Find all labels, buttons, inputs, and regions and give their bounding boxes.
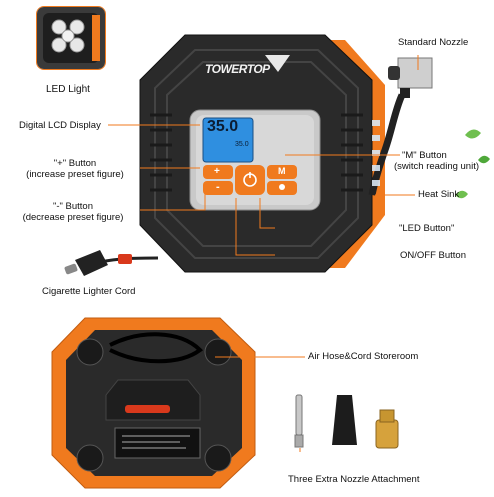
lcd-main-reading: 35.0 — [207, 118, 239, 135]
plus-button[interactable]: + — [214, 166, 220, 177]
m-button-desc: (switch reading unit) — [394, 161, 480, 172]
minus-button-desc: (decrease preset figure) — [22, 212, 124, 223]
lcd-small-reading: 35.0 — [235, 141, 249, 148]
led-light-label: LED Light — [46, 84, 90, 95]
digital-lcd-label: Digital LCD Display — [19, 120, 101, 131]
m-button[interactable]: M — [278, 166, 286, 176]
storeroom-label: Air Hose&Cord Storeroom — [308, 351, 419, 362]
minus-button-label: "-" Button — [52, 201, 93, 212]
m-button-label: "M" Button — [402, 150, 447, 161]
led-light-inset — [36, 6, 106, 70]
led-button-label: "LED Button" — [399, 223, 455, 234]
cigarette-cord-label: Cigarette Lighter Cord — [42, 286, 136, 297]
brand-logo: TOWERTOP — [205, 62, 270, 76]
plus-button-desc: (increase preset figure) — [26, 169, 124, 180]
plus-button-label: "+" Button — [53, 158, 97, 169]
nozzle-attachment-label: Three Extra Nozzle Attachment — [288, 474, 420, 485]
heat-sink-label: Heat Sink — [418, 189, 460, 200]
led-light-icon — [37, 7, 105, 69]
onoff-button-label: ON/OFF Button — [400, 250, 466, 261]
standard-nozzle-label: Standard Nozzle — [398, 37, 469, 48]
minus-button[interactable]: - — [216, 181, 220, 193]
